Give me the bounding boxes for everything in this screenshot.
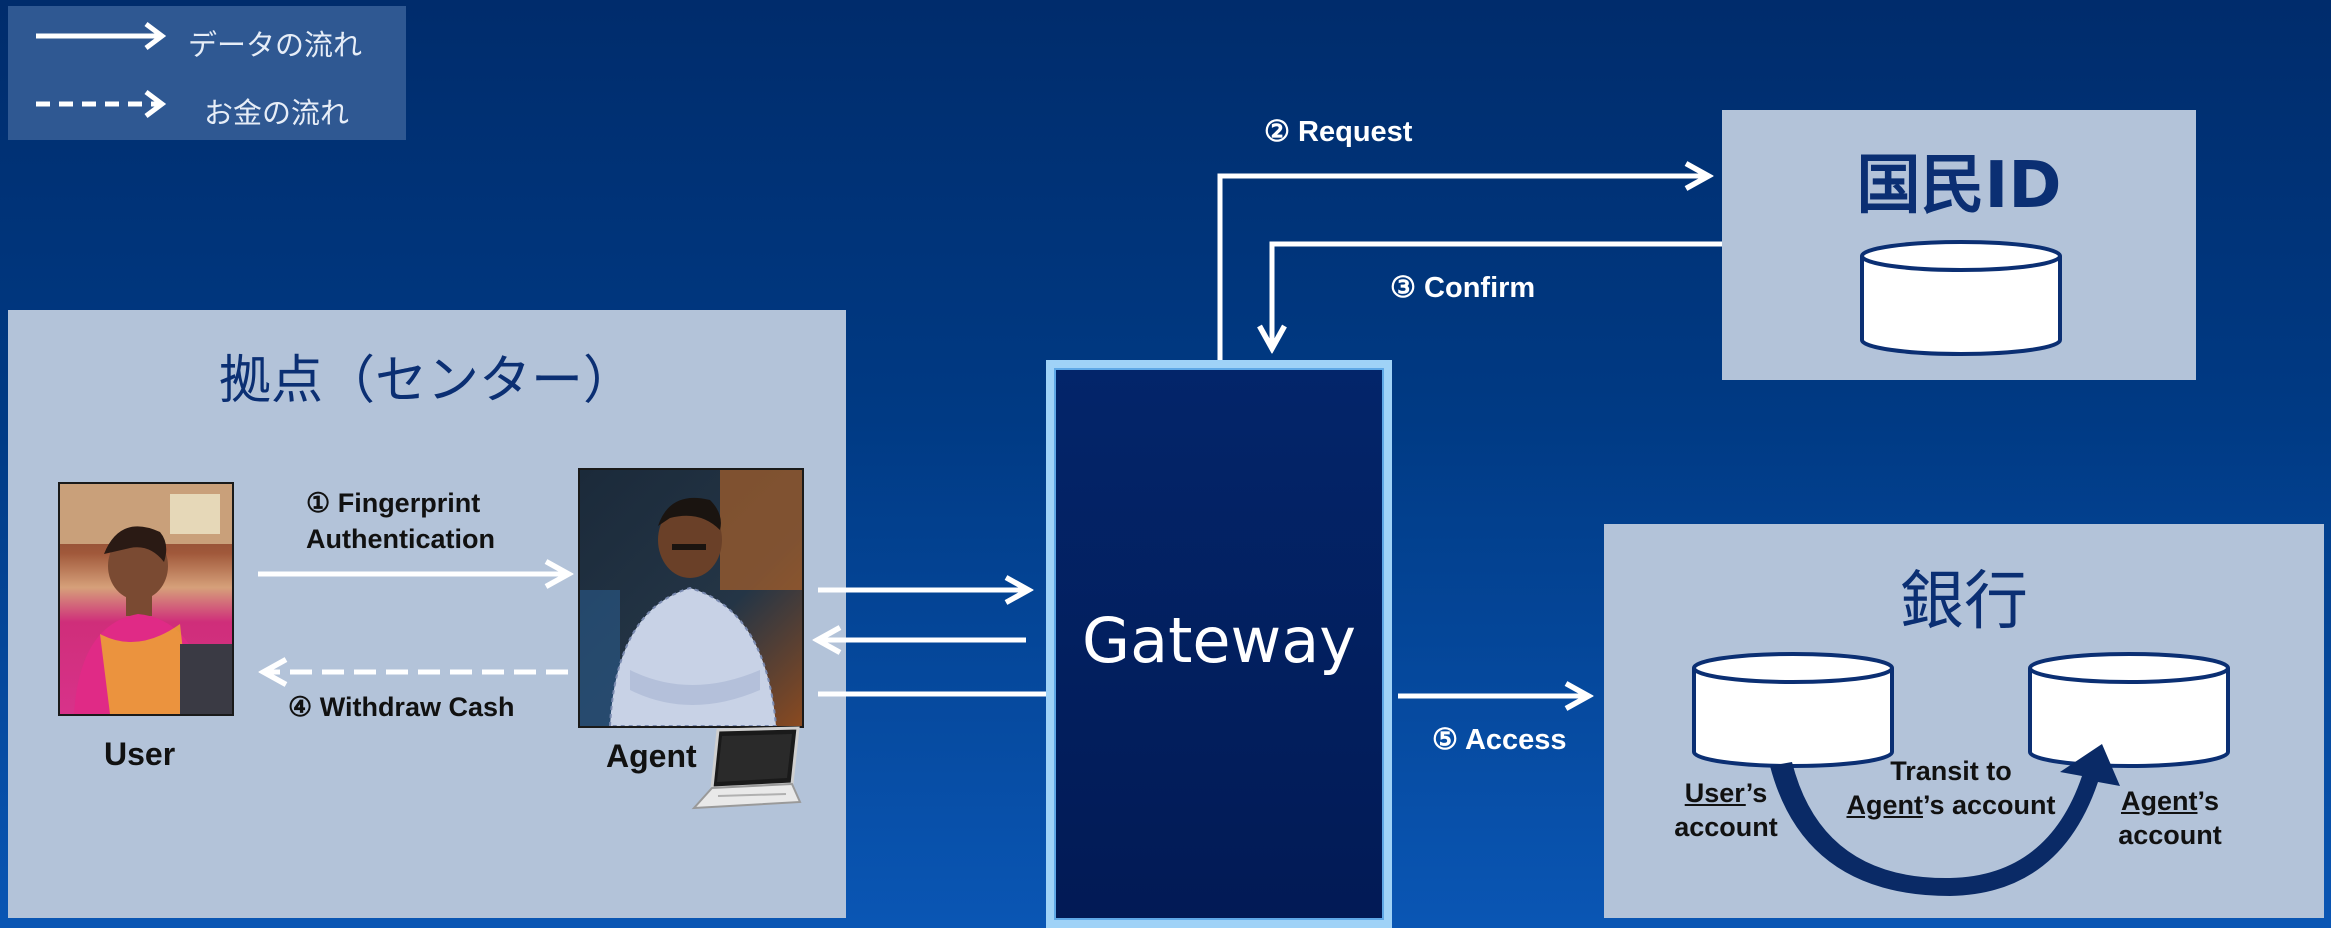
agent-account-suffix: ’s [2197, 786, 2219, 816]
center-title: 拠点（センター） [218, 351, 635, 411]
request-arrow [1217, 176, 1706, 360]
legend-dashed-arrowhead [144, 90, 167, 118]
legend-solid-arrowhead [144, 22, 167, 50]
transit-label-line1: Transit to [1890, 756, 2012, 786]
user-account-label-line2: account [1674, 812, 1778, 842]
step-fingerprint-line2: Authentication [306, 524, 495, 554]
agent-account-name: Agent [2120, 786, 2198, 816]
gateway-label: Gateway [1082, 604, 1356, 677]
agent-account-label-line1: Agent’s [2108, 786, 2232, 817]
transit-agent: Agent [1846, 790, 1923, 820]
legend: データの流れ お金の流れ [8, 6, 406, 140]
agent-figure [580, 470, 802, 726]
legend-arrows [36, 22, 167, 118]
user-figure [60, 484, 232, 714]
transit-suffix: ’s account [1922, 790, 2056, 820]
user-account-label-line1: User’s [1664, 778, 1788, 809]
user-photo [58, 482, 234, 716]
laptop-icon [691, 726, 802, 810]
agent-account-label-line2: account [2118, 820, 2222, 850]
transit-label-line2: Agent’s account [1826, 790, 2076, 821]
user-account-name: User [1684, 778, 1746, 808]
bank-title: 銀行 [1900, 565, 2028, 639]
step-fingerprint-line1: ① Fingerprint [306, 488, 481, 518]
agent-photo [578, 468, 804, 728]
step-access-label: ⑤ Access [1432, 724, 1567, 756]
step-request-label: ② Request [1264, 116, 1413, 148]
gateway-box: Gateway [1046, 360, 1392, 928]
user-account-suffix: ’s [1745, 778, 1768, 808]
step-withdraw-label: ④ Withdraw Cash [288, 692, 515, 722]
agent-label: Agent [606, 738, 697, 774]
legend-money-flow-label: お金の流れ [204, 96, 350, 130]
legend-data-flow-label: データの流れ [188, 28, 363, 62]
user-label: User [104, 736, 176, 772]
national-id-title: 国民ID [1856, 149, 2062, 223]
step-confirm-label: ③ Confirm [1390, 272, 1536, 304]
